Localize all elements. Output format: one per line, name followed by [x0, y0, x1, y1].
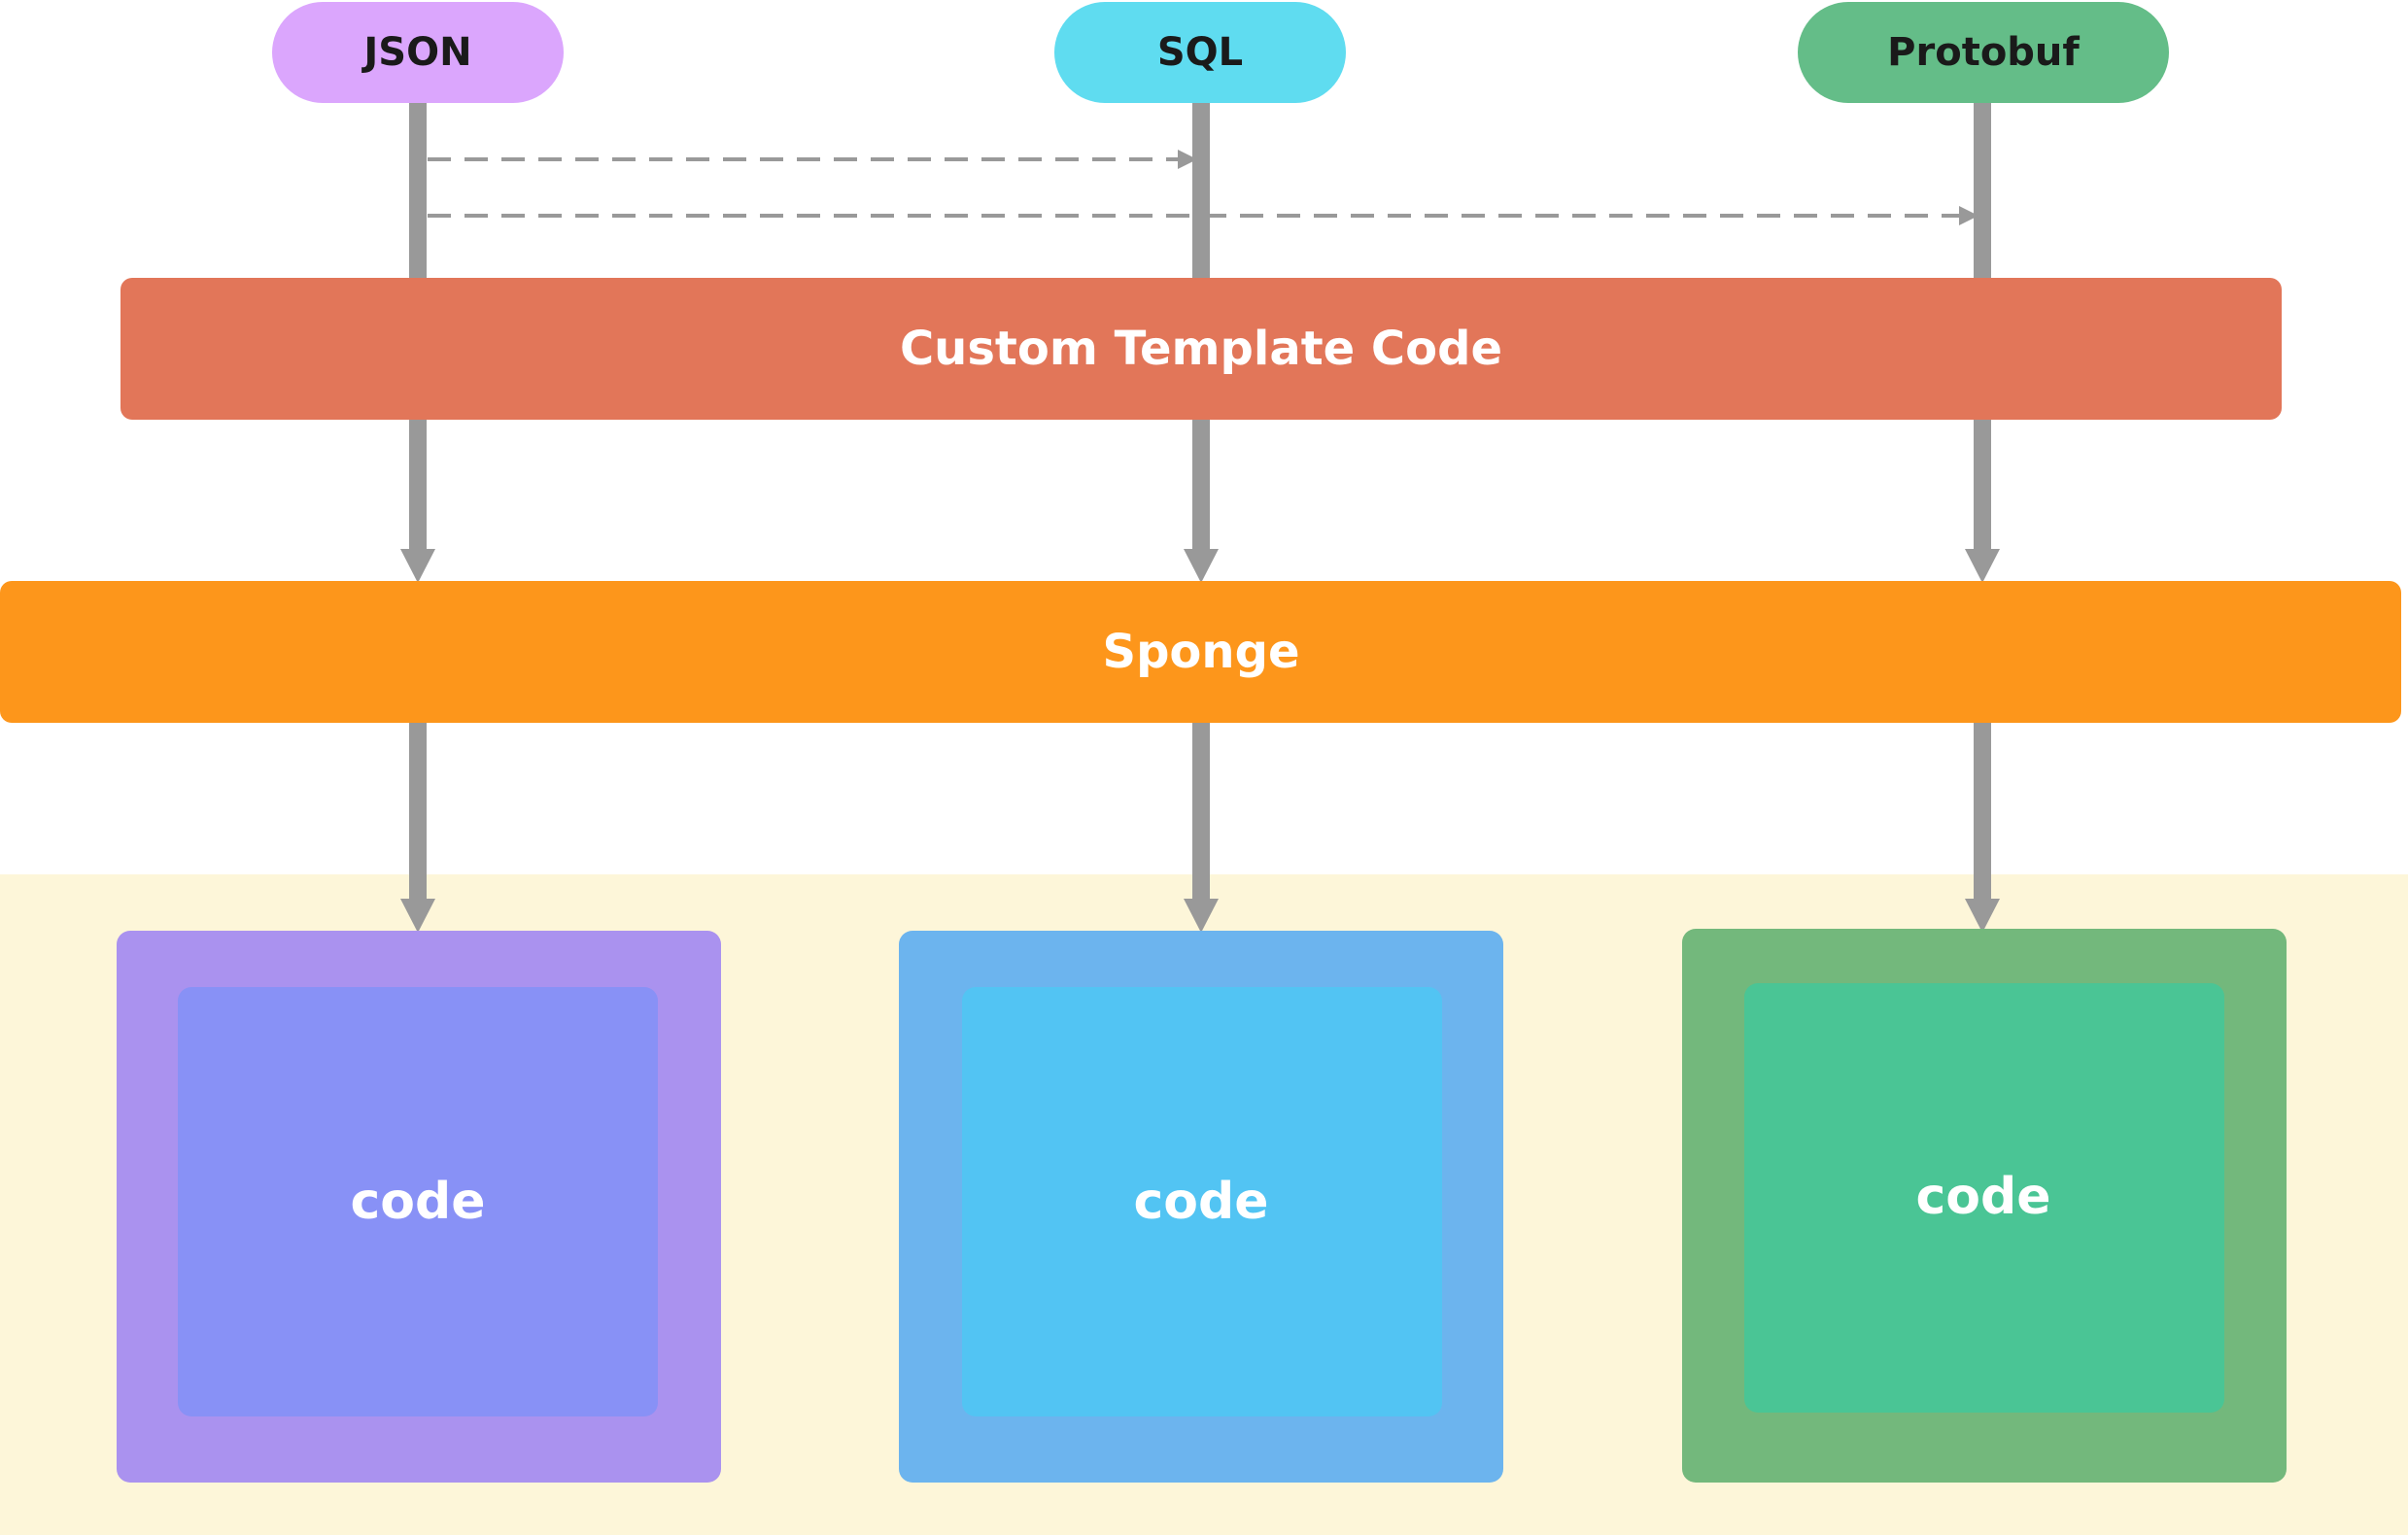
json-connector-top	[409, 97, 427, 282]
output-protobuf-code: code	[1682, 929, 2287, 1483]
output-protobuf-label: code	[1915, 1168, 2050, 1226]
sql-connector-bottom	[1192, 719, 1210, 904]
output-json-inner	[178, 987, 658, 1416]
json-arrowhead-mid	[400, 549, 435, 583]
protobuf-connector-bottom	[1974, 719, 1991, 904]
output-sql-code: code	[899, 931, 1503, 1483]
template-bar: Custom Template Code	[120, 278, 2282, 420]
protobuf-arrowhead-mid	[1965, 549, 2000, 583]
source-json-label: JSON	[361, 30, 471, 75]
output-json-code: code	[117, 931, 721, 1483]
output-sql-label: code	[1133, 1173, 1268, 1231]
json-connector-mid	[409, 418, 427, 554]
source-sql-pill	[1054, 2, 1346, 103]
template-bar-label: Custom Template Code	[900, 322, 1502, 376]
output-protobuf-inner	[1744, 983, 2224, 1413]
output-json-label: code	[350, 1173, 485, 1231]
protobuf-arrowhead-bottom	[1965, 899, 2000, 933]
generator-bar-label: Sponge	[1103, 625, 1300, 679]
template-bar-box	[120, 278, 2282, 420]
sql-arrowhead-mid	[1184, 549, 1219, 583]
source-protobuf-label: Protobuf	[1887, 30, 2080, 75]
source-protobuf: Protobuf	[1798, 2, 2169, 103]
json-arrowhead-bottom	[400, 899, 435, 933]
protobuf-connector-top	[1974, 97, 1991, 282]
source-json: JSON	[272, 2, 564, 103]
source-sql-label: SQL	[1157, 30, 1243, 75]
sql-connector-mid	[1192, 418, 1210, 554]
source-sql: SQL	[1054, 2, 1346, 103]
json-connector-bottom	[409, 719, 427, 904]
connectors	[400, 97, 2000, 933]
output-sql-inner	[962, 987, 1442, 1416]
sql-arrowhead-bottom	[1184, 899, 1219, 933]
source-protobuf-pill	[1798, 2, 2169, 103]
generator-bar-box	[0, 581, 2401, 723]
protobuf-connector-mid	[1974, 418, 1991, 554]
dashed-arrows	[428, 150, 1978, 225]
source-json-pill	[272, 2, 564, 103]
generator-bar: Sponge	[0, 581, 2401, 723]
sql-connector-top	[1192, 97, 1210, 282]
